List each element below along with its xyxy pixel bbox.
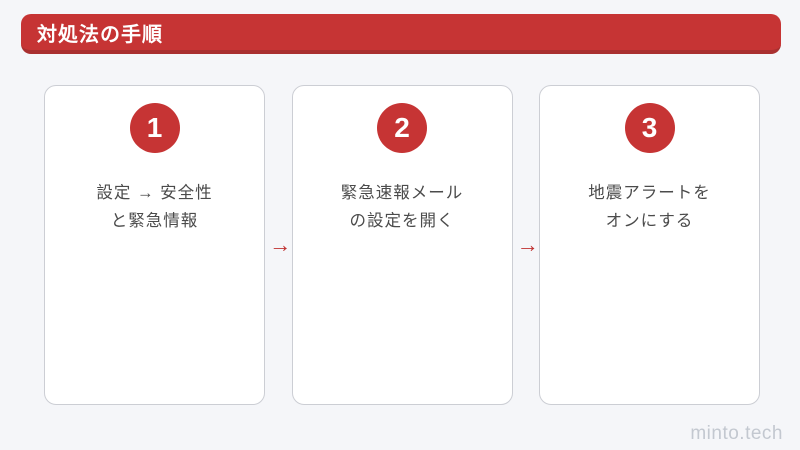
step-number-badge: 3	[624, 103, 675, 153]
step-number: 2	[394, 112, 410, 143]
watermark: minto.tech	[690, 423, 783, 444]
page-title: 対処法の手順	[37, 23, 163, 46]
step-text-line-2: の設定を開く	[349, 212, 455, 230]
arrow-column: →	[265, 85, 291, 405]
step-card-3: 3 地震アラートを オンにする	[539, 85, 760, 405]
step-card-2: 2 緊急速報メール の設定を開く	[291, 85, 513, 405]
step-text-line-2: と緊急情報	[110, 212, 199, 230]
step-number: 1	[146, 112, 163, 143]
step-text: 緊急速報メール の設定を開く	[341, 179, 464, 235]
right-arrow-icon: →	[269, 232, 292, 257]
step-number-badge: 1	[129, 103, 180, 153]
step-number-badge: 2	[377, 103, 427, 153]
step-text: 地震アラートを オンにする	[588, 179, 711, 235]
arrow-column: →	[513, 85, 539, 405]
step-card-1: 1 設定 → 安全性 と緊急情報	[44, 85, 265, 405]
steps-row: 1 設定 → 安全性 と緊急情報 → 2 緊急速報メール の設定を開く → 3 …	[44, 85, 760, 405]
step-text-line-1: 緊急速報メール	[340, 184, 464, 202]
right-arrow-icon: →	[516, 232, 539, 257]
header-banner: 対処法の手順	[21, 14, 781, 54]
step-text-line-1: 地震アラートを	[588, 184, 711, 202]
step-text: 設定 → 安全性 と緊急情報	[96, 179, 212, 235]
step-number: 3	[641, 112, 658, 143]
step-text-line-1: 設定 → 安全性	[96, 184, 213, 202]
step-text-line-2: オンにする	[605, 212, 694, 230]
